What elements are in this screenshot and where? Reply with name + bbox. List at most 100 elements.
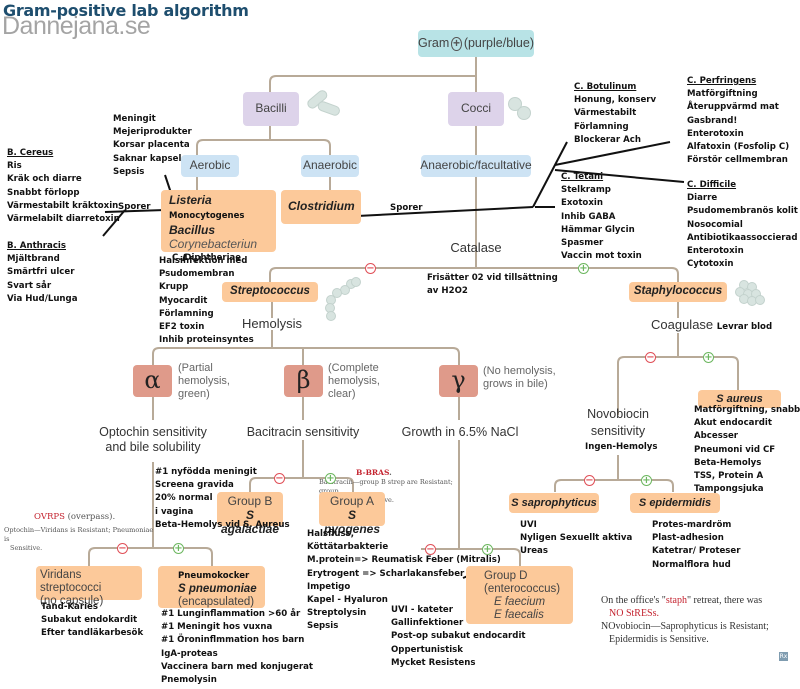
label-nacl-test: Growth in 6.5% NaCl xyxy=(401,425,519,439)
note-line: Mejeriprodukter xyxy=(113,127,192,138)
mnemonic-line: NOvobiocin—Saprophyticus is Resistant; xyxy=(601,621,769,632)
notes-c-perfringens: C. Perfringens Matförgiftning Återuppvär… xyxy=(687,75,789,167)
note-line: i vagina xyxy=(155,506,194,517)
rx-badge-icon: Rx xyxy=(779,652,788,661)
note-line: Enterotoxin xyxy=(687,128,744,139)
note-line: Spasmer xyxy=(561,238,604,249)
node-cocci: Cocci xyxy=(448,92,504,126)
line-hemolysis-split xyxy=(159,347,460,365)
note-line: Erytrogent => Scharlakansfeber xyxy=(307,568,465,579)
note-line: Via Hud/Lunga xyxy=(7,293,78,304)
negative-sign-icon: − xyxy=(425,544,436,555)
note-line: Halsfluss, xyxy=(307,529,355,539)
negative-sign-icon: − xyxy=(365,263,376,274)
line-nacl-split xyxy=(421,548,521,566)
desc-line: green) xyxy=(178,388,210,400)
note-line: 20% normal xyxy=(155,493,213,504)
desc-line: hemolysis, xyxy=(328,375,380,387)
notes-b-cereus: B. Cereus Ris Kräk och diarre Snabbt för… xyxy=(7,147,120,226)
label-sporer-right: Sporer xyxy=(390,203,423,213)
label-coagulase: Coagulase Levrar blod xyxy=(651,317,772,335)
note-line: Gallinfektioner xyxy=(391,618,464,629)
note-line: Svart sår xyxy=(7,280,52,291)
note-line: Tand-Karies xyxy=(41,602,98,612)
note-line: Plast-adhesion xyxy=(652,533,724,544)
line-catalase-strep xyxy=(269,267,277,284)
note-line: Köttätarbakterie xyxy=(307,542,389,553)
staphylococcus-cluster-illustration xyxy=(735,280,765,306)
note-line: Smärtfri ulcer xyxy=(7,267,75,278)
desc-line: (Complete xyxy=(328,362,379,374)
note-line: #1 Öroninflmmation hos barn xyxy=(161,635,305,646)
note-line: Nyligen Sexuellt aktiva xyxy=(520,533,633,544)
mnemonic-line: Optochin—Viridans is Resistant; Pneumoni… xyxy=(4,526,154,543)
node-beta: β xyxy=(284,365,323,397)
note-line: UVI xyxy=(520,520,537,530)
node-pneumococcus: Pneumokocker S pneumoniae (encapsulated) xyxy=(158,566,265,608)
note-novobiocin: Ingen-Hemolys xyxy=(585,442,658,452)
node-line: (no capsule) xyxy=(40,595,104,608)
rod-shape-2 xyxy=(317,101,340,116)
note-line: IgA-proteas xyxy=(161,648,218,659)
negative-sign-icon: − xyxy=(117,543,128,554)
note-line: Normalflora hud xyxy=(652,559,731,570)
node-aerobic: Aerobic xyxy=(181,155,239,177)
note-line: #1 Meningit hos vuxna xyxy=(161,622,273,633)
notes-pneumococcus: #1 Lunginflammation >60 år #1 Meningit h… xyxy=(161,608,313,687)
note-line: Blockerar Ach xyxy=(574,134,641,145)
notes-c-botulinum: C. Botulinum Honung, konserv Värmestabil… xyxy=(574,81,656,147)
mnemonic-bbras-title: B-BRAS. xyxy=(356,468,392,477)
genus-bacillus: Bacillus xyxy=(169,223,216,237)
mnemonic-line: On the office's "staph" retreat, there w… xyxy=(601,594,769,607)
node-group-a: Group A S pyogenes xyxy=(319,492,385,535)
desc-alpha: (Partial hemolysis, green) xyxy=(178,362,230,401)
note-line: Vaccin mot toxin xyxy=(561,251,642,262)
note-heading: C. Botulinum xyxy=(574,82,637,92)
node-bacilli: Bacilli xyxy=(243,92,299,126)
desc-gamma: (No hemolysis, grows in bile) xyxy=(483,365,556,391)
note-line: Ureas xyxy=(520,546,548,557)
note-line: Pneumoni vid CF xyxy=(694,444,776,455)
note-line: Exotoxin xyxy=(561,198,603,209)
note-line: Cytotoxin xyxy=(687,259,734,270)
note-line: Sepsis xyxy=(307,621,339,632)
watermark: Dannejana.se xyxy=(2,12,151,40)
positive-sign-icon: + xyxy=(173,543,184,554)
desc-beta: (Complete hemolysis, clear) xyxy=(328,362,380,401)
line-bacitracin-groupb xyxy=(249,477,257,494)
node-streptococcus: Streptococcus xyxy=(222,282,318,302)
plus-circle-icon: + xyxy=(451,35,462,51)
desc-line: clear) xyxy=(328,388,356,400)
note-heading: B. Anthracis xyxy=(7,241,66,251)
note-line: Värmestabilt xyxy=(574,108,637,119)
node-line: (enterococcus) xyxy=(484,583,561,595)
species-monocytogenes: Monocytogenes xyxy=(169,211,245,221)
page-title: Gram-positive lab algorithm xyxy=(3,1,249,20)
note-line: Sepsis xyxy=(113,166,145,177)
note-line: Streptolysin xyxy=(307,608,367,619)
node-line: Group D xyxy=(484,570,528,582)
line-novobiocin-saprophyticus xyxy=(554,479,562,492)
notes-group-b: #1 nyfödda meningit Screena gravida 20% … xyxy=(155,466,290,532)
note-line: Akut endocardit xyxy=(694,418,772,429)
desc-line: hemolysis, xyxy=(178,375,230,387)
node-gram-positive: Gram + (purple/blue) xyxy=(418,30,534,57)
note-line: Oppertunistisk xyxy=(391,644,463,655)
note-line: Enterotoxin xyxy=(687,246,744,257)
desc-line: grows in bile) xyxy=(483,378,548,390)
label-novobiocin-test: Novobiocin sensitivity xyxy=(575,406,661,440)
positive-sign-icon: + xyxy=(578,263,589,274)
node-group-b: Group B S agalactiae xyxy=(217,492,283,535)
mnemonic-line: Epidermidis is Sensitive. xyxy=(609,634,709,645)
note-line: Kapel - Hyaluron xyxy=(307,595,388,606)
note-line: Katetrar/ Proteser xyxy=(652,546,741,557)
note-line: Värmestabilt kräktoxin xyxy=(7,200,119,211)
positive-sign-icon: + xyxy=(703,352,714,363)
negative-sign-icon: − xyxy=(584,475,595,486)
node-species: S pneumoniae xyxy=(178,583,257,595)
notes-b-anthracis: B. Anthracis Mjältbrand Smärtfri ulcer S… xyxy=(7,240,78,306)
line-gram-bacilli xyxy=(269,75,476,92)
group-species: S pyogenes xyxy=(323,507,380,536)
note-line: Honung, konserv xyxy=(574,95,657,106)
